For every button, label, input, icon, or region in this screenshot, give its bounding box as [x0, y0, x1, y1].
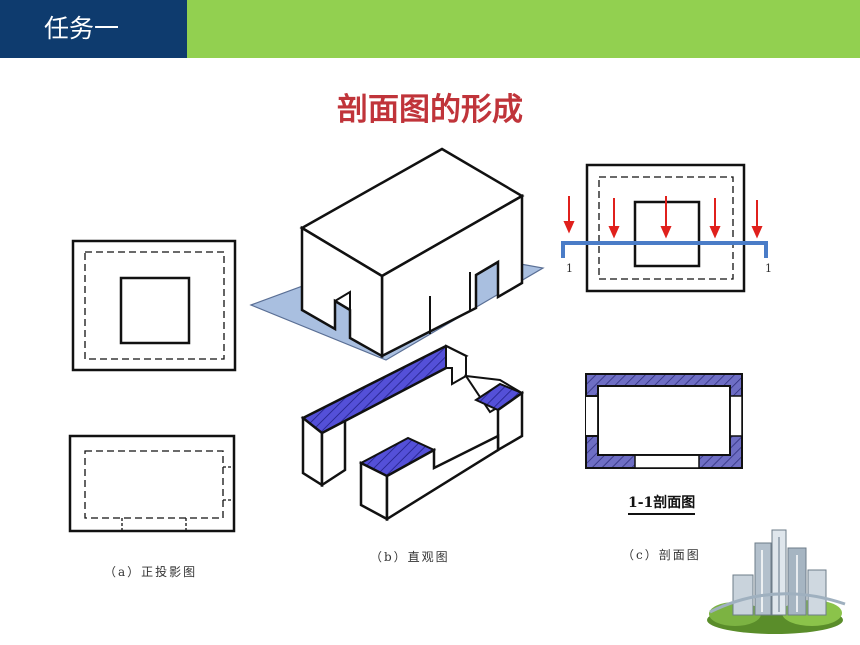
cut-plane-view: 1 1 — [561, 163, 772, 293]
buildings-illustration — [707, 529, 846, 634]
front-view-plan — [68, 434, 236, 533]
header-left-bar — [0, 0, 187, 58]
isometric-solid — [249, 147, 545, 361]
section-cut-solid — [300, 344, 525, 522]
section-view — [585, 373, 743, 469]
caption-front-projection: （a）正投影图 — [104, 565, 198, 579]
section-label: 1-1剖面图 — [628, 492, 696, 515]
header-task-label: 任务一 — [44, 14, 120, 43]
caption-section: （c）剖面图 — [622, 548, 701, 562]
front-view-top — [71, 239, 237, 372]
projection-arrows — [563, 196, 763, 239]
caption-isometric: （b）直观图 — [370, 550, 450, 564]
cut-mark-left: 1 — [566, 262, 573, 275]
header-right-bar — [187, 0, 860, 58]
cut-mark-right: 1 — [765, 262, 772, 275]
slide-title: 剖面图的形成 — [337, 92, 523, 128]
